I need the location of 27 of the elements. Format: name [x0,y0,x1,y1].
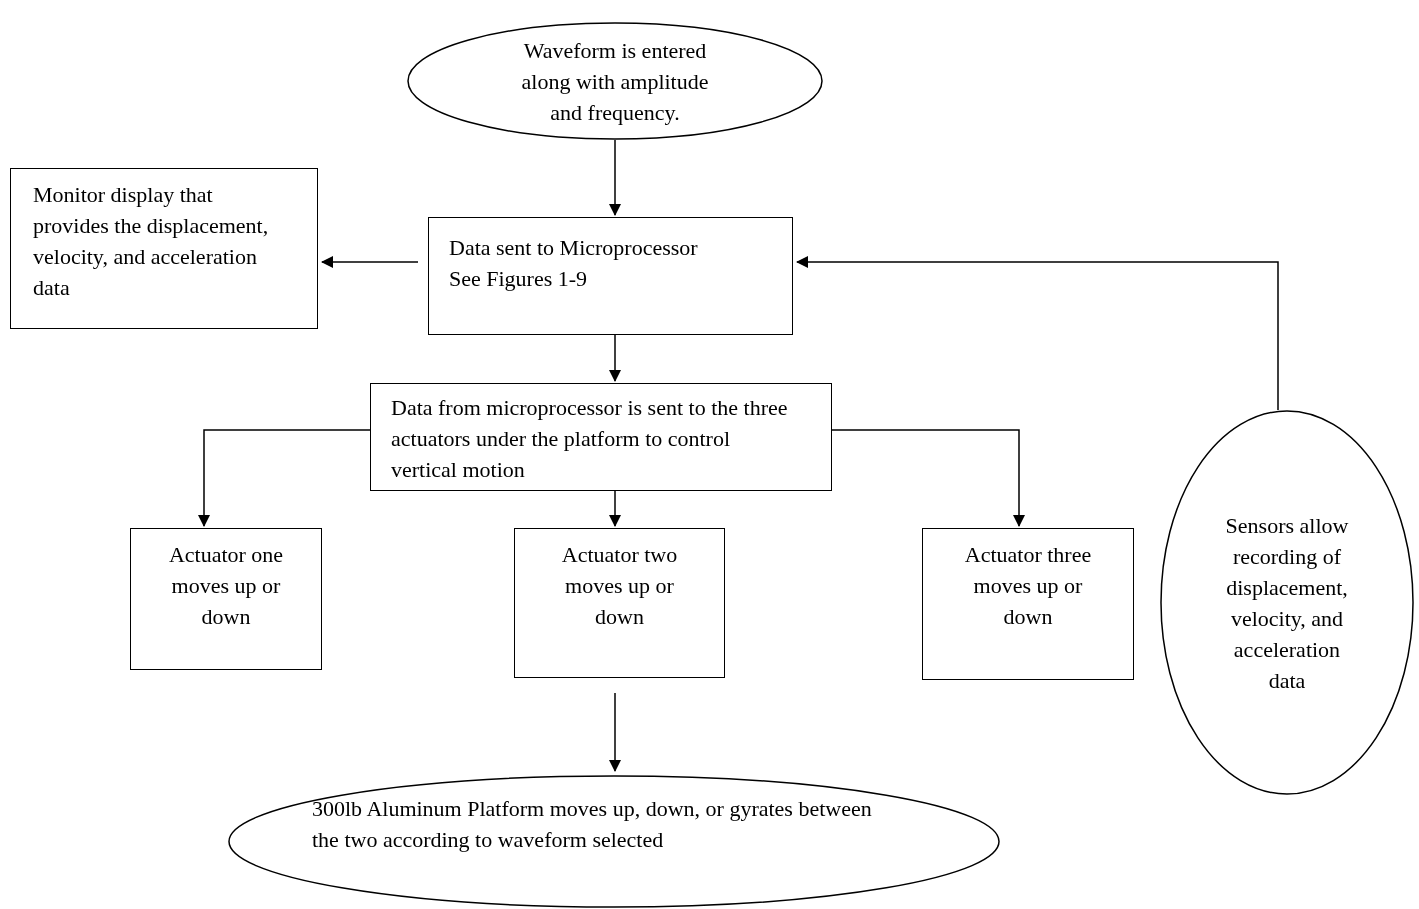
node-text: Monitor display that provides the displacement, velocity, and acceleration data [33,181,270,302]
arrow [609,692,621,772]
arrow [198,429,371,527]
process-box [10,168,318,329]
node-text: Data from microprocessor is sent to the three actuators under the platform to control vertical motion [391,394,789,484]
ellipse-node [407,22,823,140]
node-text: Actuator two moves up or down [560,541,679,631]
ellipse-node [1160,410,1414,795]
arrow [321,256,419,268]
node-text: Actuator one moves up or down [167,541,285,631]
process-box [370,383,832,491]
node-text: Sensors allow recording of displacement, velocity, and acceleration data [1224,511,1350,695]
arrow [609,334,621,382]
arrow [831,429,1025,527]
node-text: Waveform is entered along with amplitude and frequency. [520,36,710,127]
process-box [514,528,725,678]
arrow [609,139,621,216]
node-text: Data sent to Microprocessor [449,234,699,262]
process-box [922,528,1134,680]
process-box [130,528,322,670]
arrow [796,256,1279,411]
node-text: See Figures 1-9 [449,265,589,293]
node-text: 300lb Aluminum Platform moves up, down, or gyrates between the two according to waveform selected [312,795,873,854]
process-box [428,217,793,335]
arrow [609,490,621,527]
node-text: Actuator three moves up or down [963,541,1093,631]
ellipse-node [228,775,1000,908]
